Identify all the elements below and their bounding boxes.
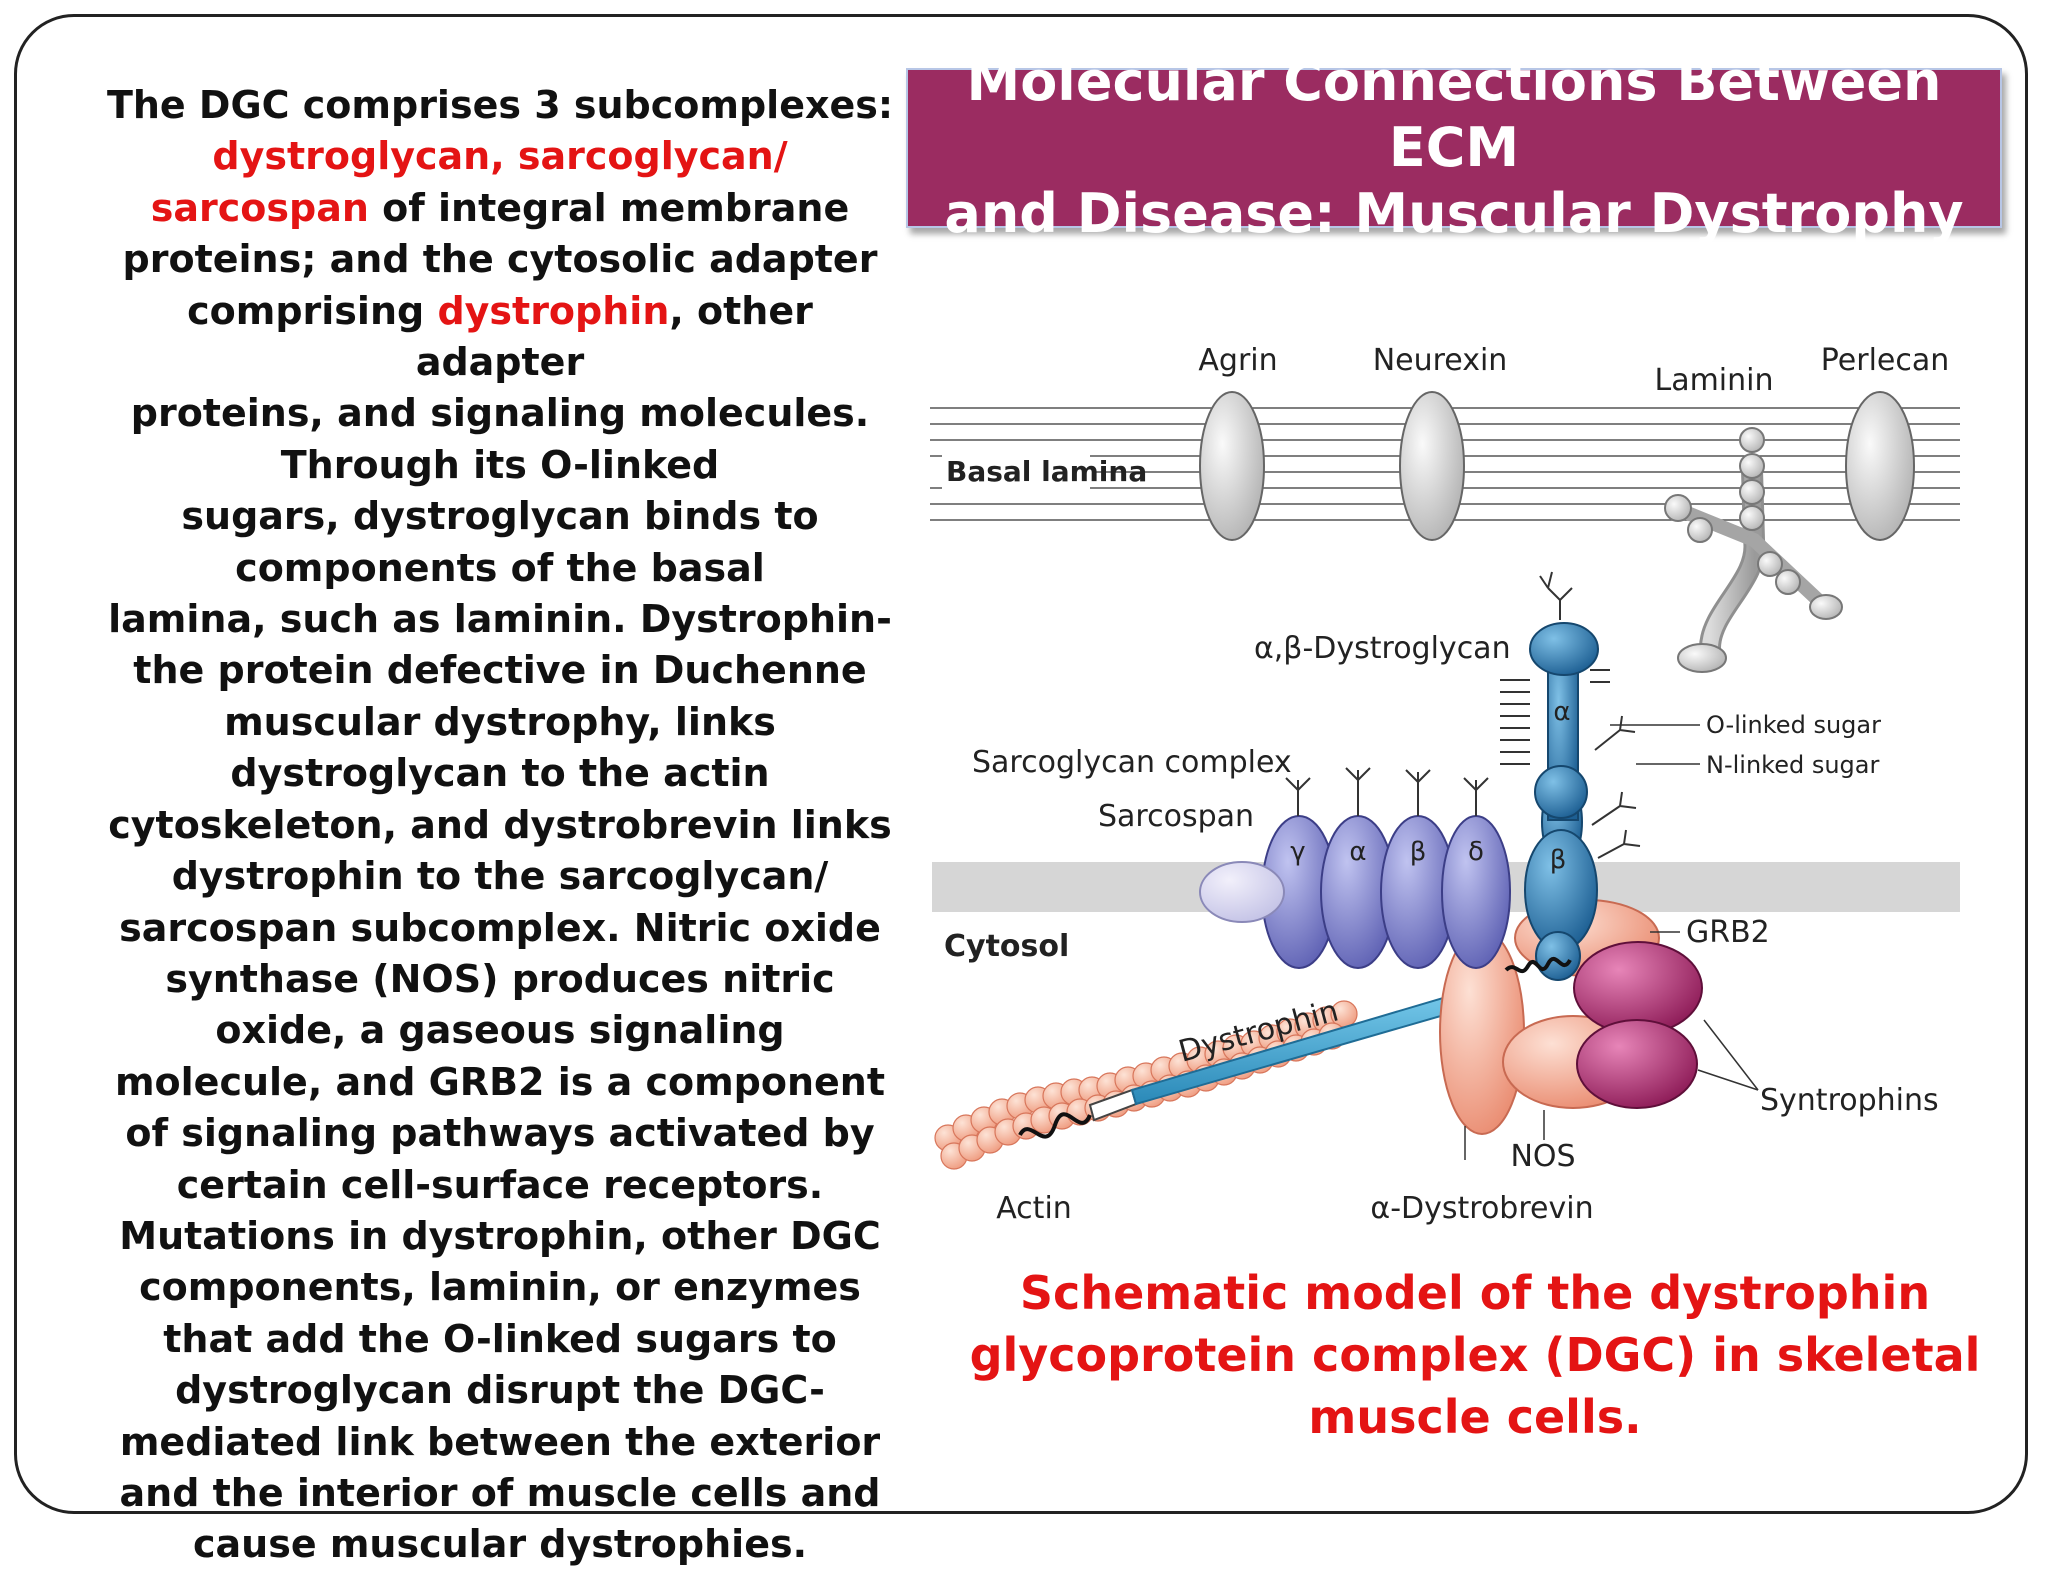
dystrophin-rod xyxy=(1018,978,1514,1139)
body-fragment: comprising xyxy=(187,288,438,333)
label-n-linked-sugar: N-linked sugar xyxy=(1706,751,1879,779)
body-line: The DGC comprises 3 subcomplexes: xyxy=(106,83,894,127)
label-nos: NOS xyxy=(1510,1139,1575,1174)
dgc-diagram: α β γ α β δ xyxy=(930,343,1960,1226)
body-fragment: of integral membrane xyxy=(368,185,850,230)
body-line: that add the O-linked sugars to xyxy=(163,1316,837,1361)
title-line-2: and Disease: Muscular Dystrophy xyxy=(944,182,1964,245)
body-line: lamina, such as laminin. Dystrophin- xyxy=(108,597,892,642)
laminin-shape xyxy=(1664,427,1843,673)
label-cytosol: Cytosol xyxy=(944,929,1069,964)
body-line: certain cell-surface receptors. xyxy=(176,1162,824,1207)
sarcoglycan-delta-letter: δ xyxy=(1468,837,1484,867)
sarcoglycan-alpha-letter: α xyxy=(1349,837,1366,867)
highlight-term: dystroglycan, sarcoglycan/ xyxy=(212,134,788,179)
slide-title: Molecular Connections Between ECM and Di… xyxy=(906,50,2002,245)
leader-lines xyxy=(1464,724,1759,1160)
syntrophin-shape xyxy=(1576,1019,1698,1109)
dystroglycan-shape: α β xyxy=(1524,622,1599,981)
body-line: dystroglycan, sarcoglycan/ xyxy=(100,131,900,182)
dystroglycan-beta-letter: β xyxy=(1550,845,1567,875)
sarcoglycan-beta-letter: β xyxy=(1410,837,1427,867)
neurexin-shape xyxy=(1399,391,1465,541)
sarcospan-shape xyxy=(1199,861,1285,923)
label-agrin: Agrin xyxy=(1198,343,1277,378)
caption-line-2: glycoprotein complex (DGC) in skeletal xyxy=(969,1328,1981,1382)
body-line: dystrophin to the sarcoglycan/ xyxy=(171,854,829,899)
body-line: mediated link between the exterior xyxy=(119,1419,881,1464)
body-line: sarcospan of integral membrane xyxy=(100,183,900,234)
body-fragment: , other adapter xyxy=(415,288,813,385)
label-laminin: Laminin xyxy=(1654,363,1773,398)
label-dystroglycan: α,β-Dystroglycan xyxy=(1254,631,1511,666)
caption-line-3: muscle cells. xyxy=(1308,1390,1642,1444)
body-line: synthase (NOS) produces nitric xyxy=(165,956,835,1001)
body-line: cause muscular dystrophies. xyxy=(192,1522,808,1567)
label-sarcospan: Sarcospan xyxy=(1098,799,1254,834)
body-line: muscular dystrophy, links xyxy=(224,699,776,744)
body-line: oxide, a gaseous signaling xyxy=(215,1008,785,1053)
body-line: dystroglycan disrupt the DGC- xyxy=(175,1368,825,1413)
label-perlecan: Perlecan xyxy=(1821,343,1950,378)
body-line: dystroglycan to the actin xyxy=(230,751,770,796)
body-line: sarcospan subcomplex. Nitric oxide xyxy=(119,905,881,950)
body-line: components of the basal xyxy=(235,545,765,590)
basal-lamina-label-bg xyxy=(942,454,1090,490)
perlecan-shape xyxy=(1845,391,1915,541)
body-line: Mutations in dystrophin, other DGC xyxy=(119,1213,881,1258)
body-line: molecule, and GRB2 is a component xyxy=(114,1059,886,1104)
label-neurexin: Neurexin xyxy=(1373,343,1508,378)
agrin-shape xyxy=(1199,391,1265,541)
body-line: and the interior of muscle cells and xyxy=(119,1470,881,1515)
dystrophin-squiggle xyxy=(1504,956,1572,974)
dystroglycan-alpha-letter: α xyxy=(1553,697,1570,727)
body-line: of signaling pathways activated by xyxy=(125,1111,875,1156)
label-o-linked-sugar: O-linked sugar xyxy=(1706,711,1881,739)
title-line-1: Molecular Connections Between ECM xyxy=(966,50,1942,179)
body-line: the protein defective in Duchenne xyxy=(133,648,867,693)
figure-caption: Schematic model of the dystrophin glycop… xyxy=(950,1262,2000,1448)
label-sarcoglycan-complex: Sarcoglycan complex xyxy=(972,745,1292,780)
body-line: sugars, dystroglycan binds to xyxy=(181,494,819,539)
sarcoglycan-gamma-letter: γ xyxy=(1290,837,1305,867)
body-line: proteins, and signaling molecules. xyxy=(130,391,870,436)
o-linked-sugars xyxy=(1500,571,1641,859)
label-dystrobrevin: α-Dystrobrevin xyxy=(1370,1191,1593,1226)
body-line: Through its O-linked xyxy=(280,442,720,487)
caption-line-1: Schematic model of the dystrophin xyxy=(1019,1266,1931,1320)
highlight-term: dystrophin xyxy=(437,288,670,333)
highlight-term: sarcospan xyxy=(150,185,369,230)
body-line: cytoskeleton, and dystrobrevin links xyxy=(108,802,892,847)
label-actin: Actin xyxy=(996,1191,1072,1226)
body-line: comprising dystrophin, other adapter xyxy=(100,286,900,389)
sarcoglycan-complex-shape: γ α β δ xyxy=(1261,767,1511,969)
label-basal-lamina: Basal lamina xyxy=(946,455,1147,488)
label-syntrophins: Syntrophins xyxy=(1760,1083,1939,1118)
label-grb2: GRB2 xyxy=(1686,915,1770,950)
body-line: proteins; and the cytosolic adapter xyxy=(122,237,878,282)
body-line: components, laminin, or enzymes xyxy=(139,1265,861,1310)
body-text: The DGC comprises 3 subcomplexes: dystro… xyxy=(100,80,900,1571)
